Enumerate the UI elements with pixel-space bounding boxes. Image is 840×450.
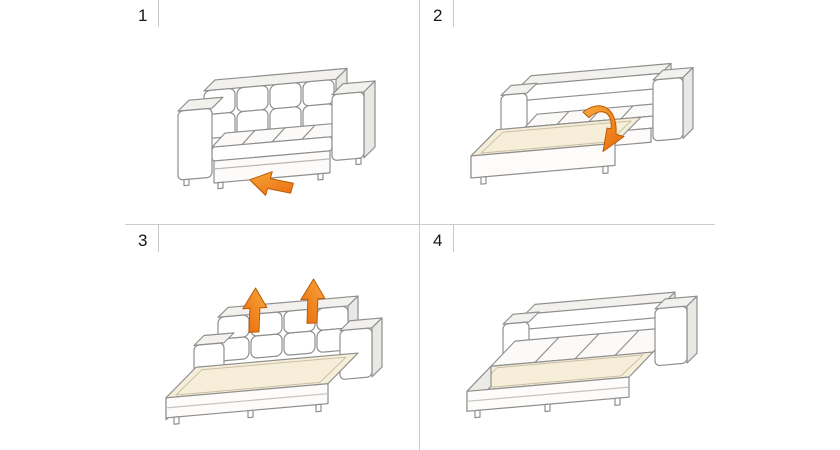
step-panel-2: 2 xyxy=(420,0,715,225)
sofa-back-rail xyxy=(520,62,672,102)
sofa-base xyxy=(213,150,331,190)
sofa-back-rail xyxy=(524,291,676,330)
step-number-divider xyxy=(158,225,159,252)
bed-platform xyxy=(165,352,359,425)
sofa-bed-unfolding-illustration xyxy=(165,278,383,425)
sofa-right-arm xyxy=(652,66,694,142)
step-number-divider xyxy=(158,0,159,27)
bed-surface xyxy=(466,326,678,419)
sofa-right-arm xyxy=(331,80,376,166)
sofa-right-arm xyxy=(654,295,698,367)
step-number-divider xyxy=(453,0,454,27)
step-number-1: 1 xyxy=(138,6,148,25)
sofa-left-arm xyxy=(177,96,224,187)
sofa-backrest xyxy=(203,67,348,139)
step-panel-3: 3 xyxy=(125,225,420,450)
steps-grid: 1 xyxy=(125,0,715,450)
sofa-drawer-extended-illustration xyxy=(470,62,694,185)
step-number-divider xyxy=(453,225,454,252)
step-number-3: 3 xyxy=(138,231,148,250)
bed-drawer xyxy=(470,116,642,185)
pull-out-arrow-icon xyxy=(249,171,294,196)
step-number-2: 2 xyxy=(433,6,443,25)
step-number-4: 4 xyxy=(433,231,443,250)
instruction-sheet: 1 xyxy=(125,0,715,450)
sofa-right-arm xyxy=(339,317,383,380)
sofa-backrest xyxy=(217,295,359,362)
step-panel-4: 4 xyxy=(420,225,715,450)
sofa-bed-complete-illustration xyxy=(466,291,698,419)
step-panel-1: 1 xyxy=(125,0,420,225)
lift-cushion-arrow-icon xyxy=(300,278,326,324)
sofa-closed-illustration xyxy=(177,67,376,196)
flip-open-arrow-icon xyxy=(582,105,625,152)
lift-cushion-arrow-icon xyxy=(242,287,268,333)
